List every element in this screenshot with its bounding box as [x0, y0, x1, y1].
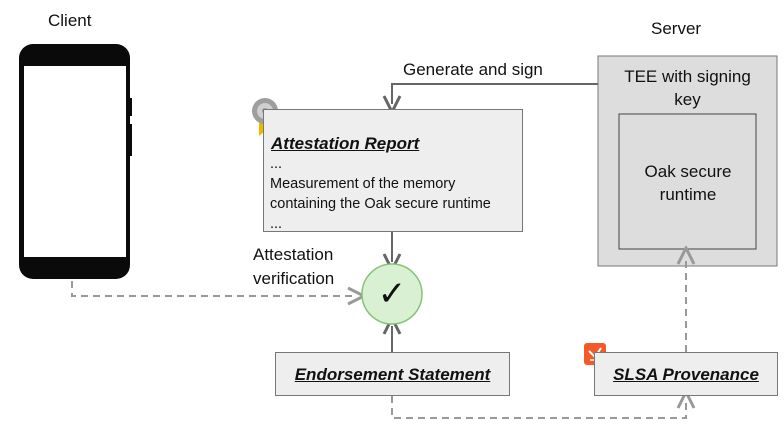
report-line: ... — [270, 216, 283, 232]
verification-circle — [361, 263, 423, 325]
client-label: Client — [48, 11, 92, 30]
attestation-report-box: Attestation Report ... Measurement of th… — [263, 109, 523, 232]
check-icon: ✓ — [377, 274, 407, 314]
slsa-provenance-title: SLSA Provenance — [613, 365, 759, 384]
attestation-report-title: Attestation Report — [271, 134, 420, 153]
attestation-verification-label: Attestation verification — [253, 245, 335, 288]
report-line: containing the Oak secure runtime — [270, 196, 491, 212]
report-line: Measurement of the memory — [270, 176, 456, 192]
server-label: Server — [651, 19, 702, 38]
endorsement-statement-box: Endorsement Statement — [275, 352, 510, 396]
slsa-provenance-box: SLSA Provenance — [594, 352, 778, 396]
generate-sign-label: Generate and sign — [403, 60, 543, 79]
tee-label: TEE with signing key — [624, 67, 751, 109]
runtime-label: Oak secure runtime — [644, 162, 732, 204]
endorsement-statement-title: Endorsement Statement — [294, 365, 491, 384]
phone-icon — [19, 44, 132, 279]
report-line: ... — [270, 156, 283, 172]
client-to-check-dashed-arrow — [71, 281, 356, 296]
generate-sign-arrow — [392, 83, 598, 104]
endorsement-to-slsa-dashed-arrow — [391, 396, 686, 419]
